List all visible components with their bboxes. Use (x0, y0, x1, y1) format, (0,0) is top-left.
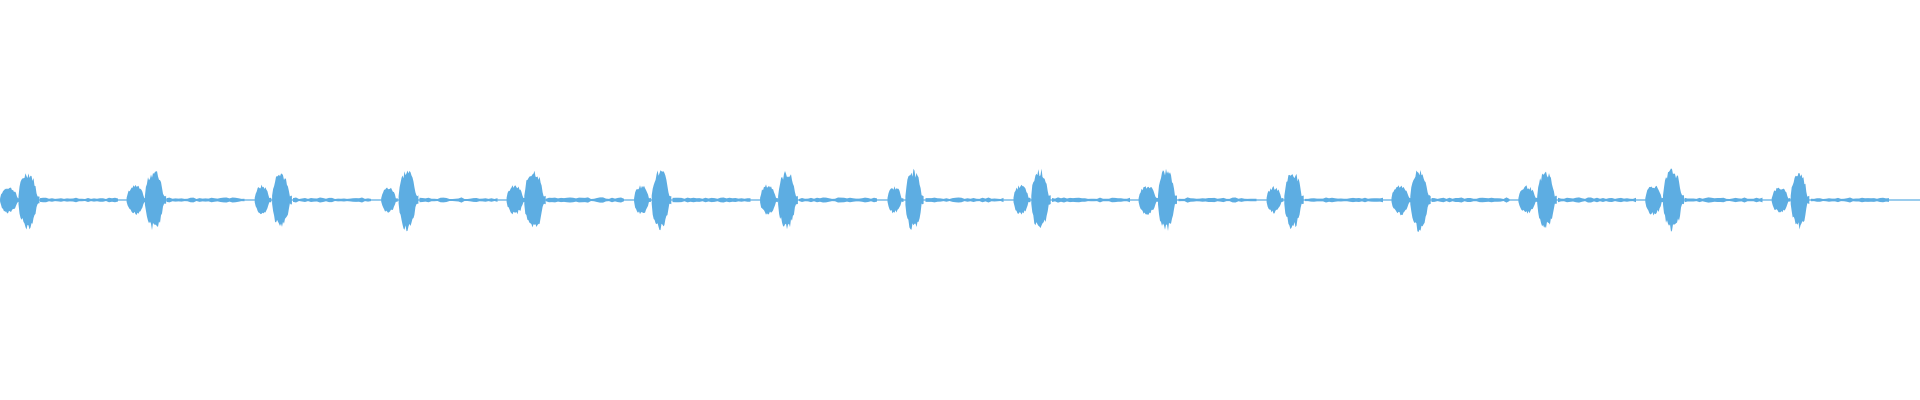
waveform-small-blip (887, 186, 904, 214)
waveform-beat (905, 168, 924, 230)
waveform-tail (925, 197, 1004, 203)
waveform-tail (1052, 197, 1130, 203)
waveform-small-blip (1138, 186, 1159, 215)
waveform-tail (799, 197, 877, 203)
waveform-beat (272, 173, 292, 227)
waveform-tail (1431, 197, 1510, 203)
waveform-small-blip (1771, 187, 1791, 213)
waveform-tail (1305, 197, 1383, 203)
waveform-small-blip (1645, 185, 1664, 216)
waveform-small-blip (506, 185, 526, 215)
waveform-small-blip (0, 187, 20, 214)
waveform-tail (1684, 197, 1763, 203)
waveform-tail (1558, 197, 1636, 203)
waveform-beat (1790, 173, 1810, 230)
waveform-small-blip (760, 184, 778, 215)
waveform-tail (419, 197, 498, 203)
waveform-beat (1158, 168, 1177, 231)
waveform-beat (1284, 173, 1304, 230)
waveform-beat (651, 170, 672, 231)
waveform-tail (1178, 197, 1257, 203)
waveform-beat (1031, 168, 1051, 229)
waveform-beat (524, 170, 546, 228)
waveform-beat (1537, 171, 1557, 229)
waveform-tail (166, 197, 245, 203)
waveform-small-blip (126, 184, 147, 215)
waveform-small-blip (381, 187, 398, 213)
waveform-tail (293, 197, 371, 203)
waveform-small-blip (634, 185, 651, 215)
waveform-beats (0, 168, 1889, 232)
waveform-tail (40, 197, 118, 203)
waveform-beat (398, 170, 419, 232)
waveform-small-blip (254, 184, 272, 215)
waveform-beat (1410, 170, 1431, 232)
waveform-beat (778, 171, 798, 230)
waveform-beat (144, 171, 167, 231)
waveform-small-blip (1013, 184, 1031, 215)
waveform-small-blip (1266, 186, 1284, 214)
waveform-beat (18, 173, 40, 230)
waveform-small-blip (1391, 185, 1412, 216)
waveform-tail (1811, 197, 1889, 203)
waveform-small-blip (1518, 185, 1538, 214)
waveform-tail (546, 197, 624, 203)
waveform-tail (672, 197, 751, 203)
waveform-beat (1663, 168, 1684, 232)
